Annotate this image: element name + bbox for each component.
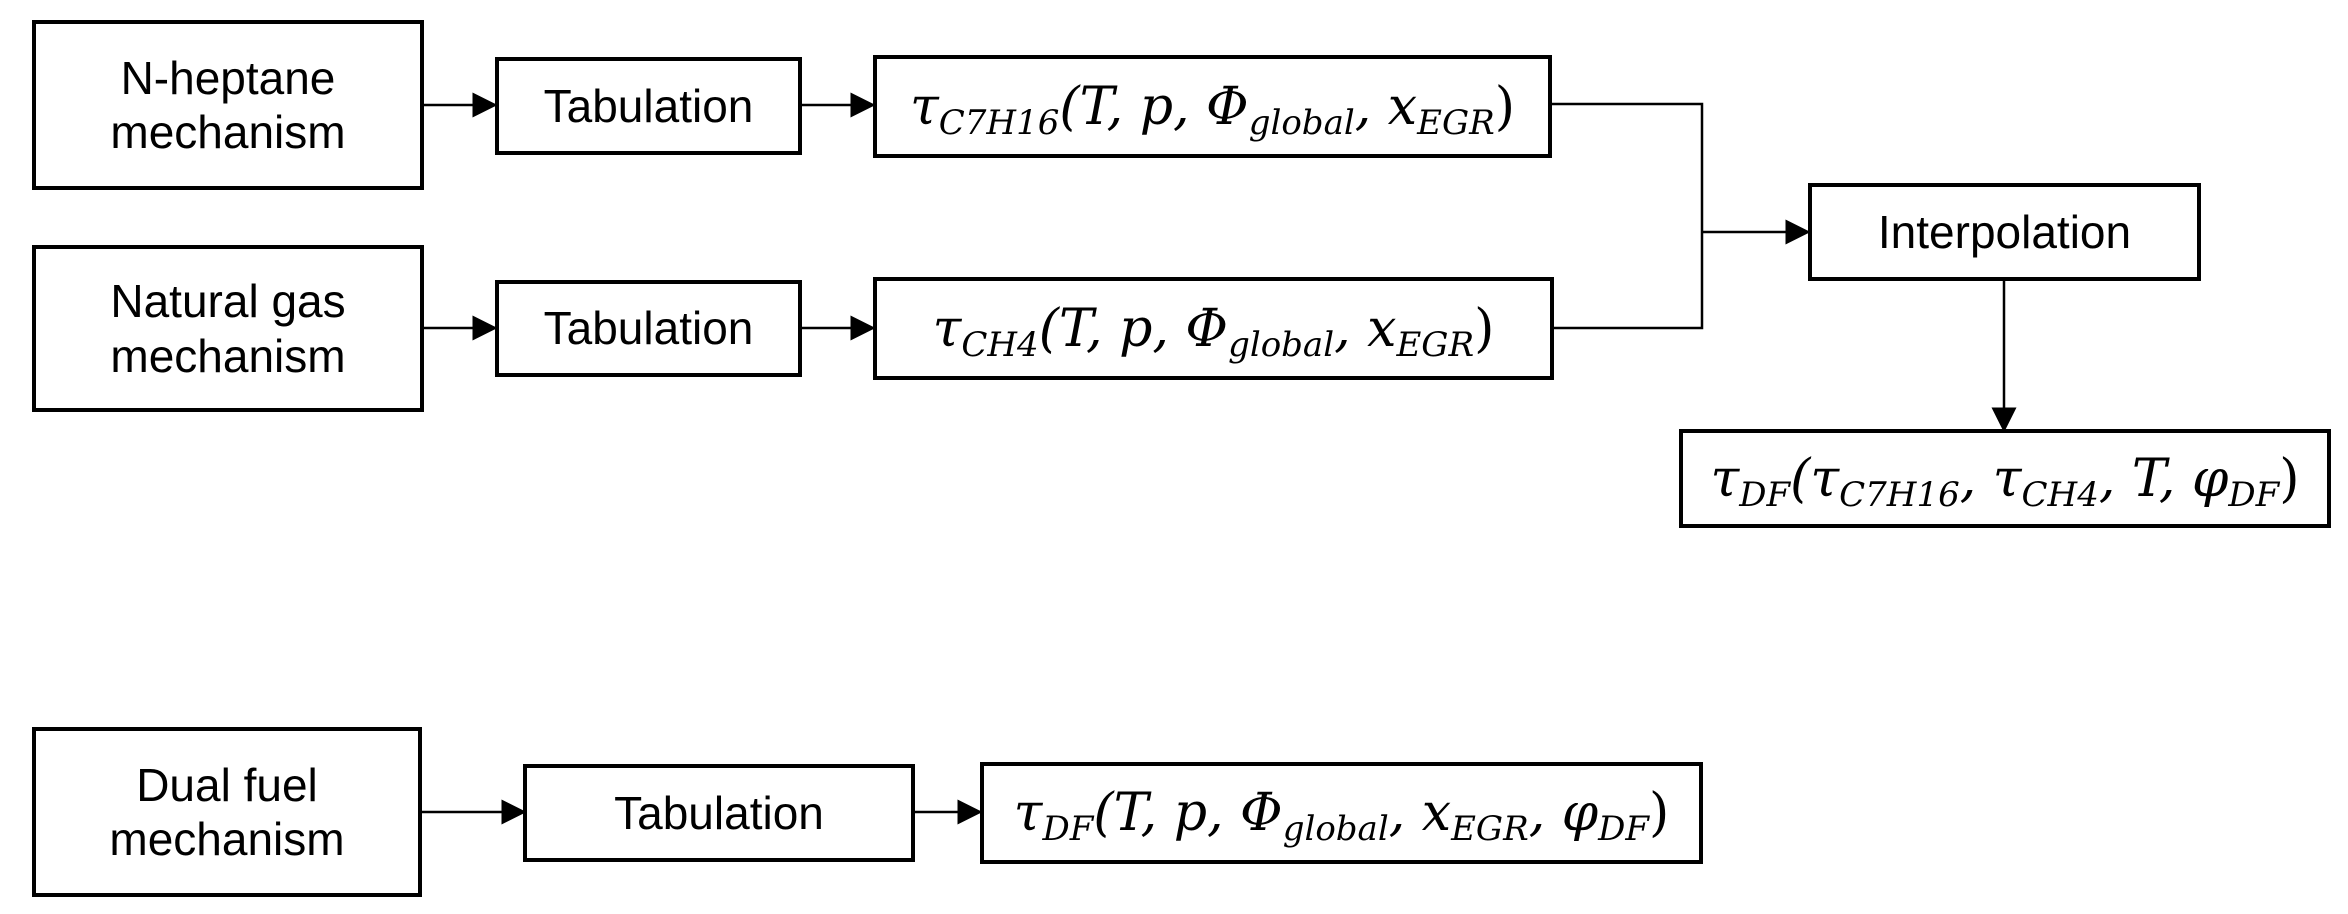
formula-tau-ch4: τCH4(T, p, Φglobal, xEGR) <box>932 298 1495 365</box>
label-natural-gas-mechanism: Natural gas mechanism <box>110 275 346 382</box>
connector-f2-to-merge <box>1552 232 1704 330</box>
box-interpolation: Interpolation <box>1808 183 2201 281</box>
box-formula-tau-c7h16: τC7H16(T, p, Φglobal, xEGR) <box>873 55 1552 158</box>
box-natural-gas-mechanism: Natural gas mechanism <box>32 245 424 412</box>
box-tabulation-1: Tabulation <box>495 57 802 155</box>
formula-tau-df-tab: τDF(T, p, Φglobal, xEGR, φDF) <box>1013 783 1670 850</box>
box-tabulation-2: Tabulation <box>495 280 802 377</box>
formula-tau-c7h16: τC7H16(T, p, Φglobal, xEGR) <box>909 76 1516 143</box>
label-nheptane-mechanism: N-heptane mechanism <box>110 51 346 158</box>
formula-tau-df-interp: τDF(τC7H16, τCH4, T, φDF) <box>1710 448 2300 515</box>
label-interpolation: Interpolation <box>1877 205 2132 258</box>
box-formula-tau-df-tab: τDF(T, p, Φglobal, xEGR, φDF) <box>980 762 1703 864</box>
label-dual-fuel-mechanism: Dual fuel mechanism <box>109 758 345 865</box>
box-nheptane-mechanism: N-heptane mechanism <box>32 20 424 190</box>
label-tabulation-3: Tabulation <box>614 786 824 839</box>
box-tabulation-3: Tabulation <box>523 764 915 862</box>
label-tabulation-2: Tabulation <box>543 302 754 355</box>
label-tabulation-1: Tabulation <box>543 79 754 132</box>
box-dual-fuel-mechanism: Dual fuel mechanism <box>32 727 422 897</box>
box-formula-tau-df-interp: τDF(τC7H16, τCH4, T, φDF) <box>1679 429 2331 528</box>
connector-f1-to-merge <box>1550 102 1704 232</box>
box-formula-tau-ch4: τCH4(T, p, Φglobal, xEGR) <box>873 277 1554 380</box>
